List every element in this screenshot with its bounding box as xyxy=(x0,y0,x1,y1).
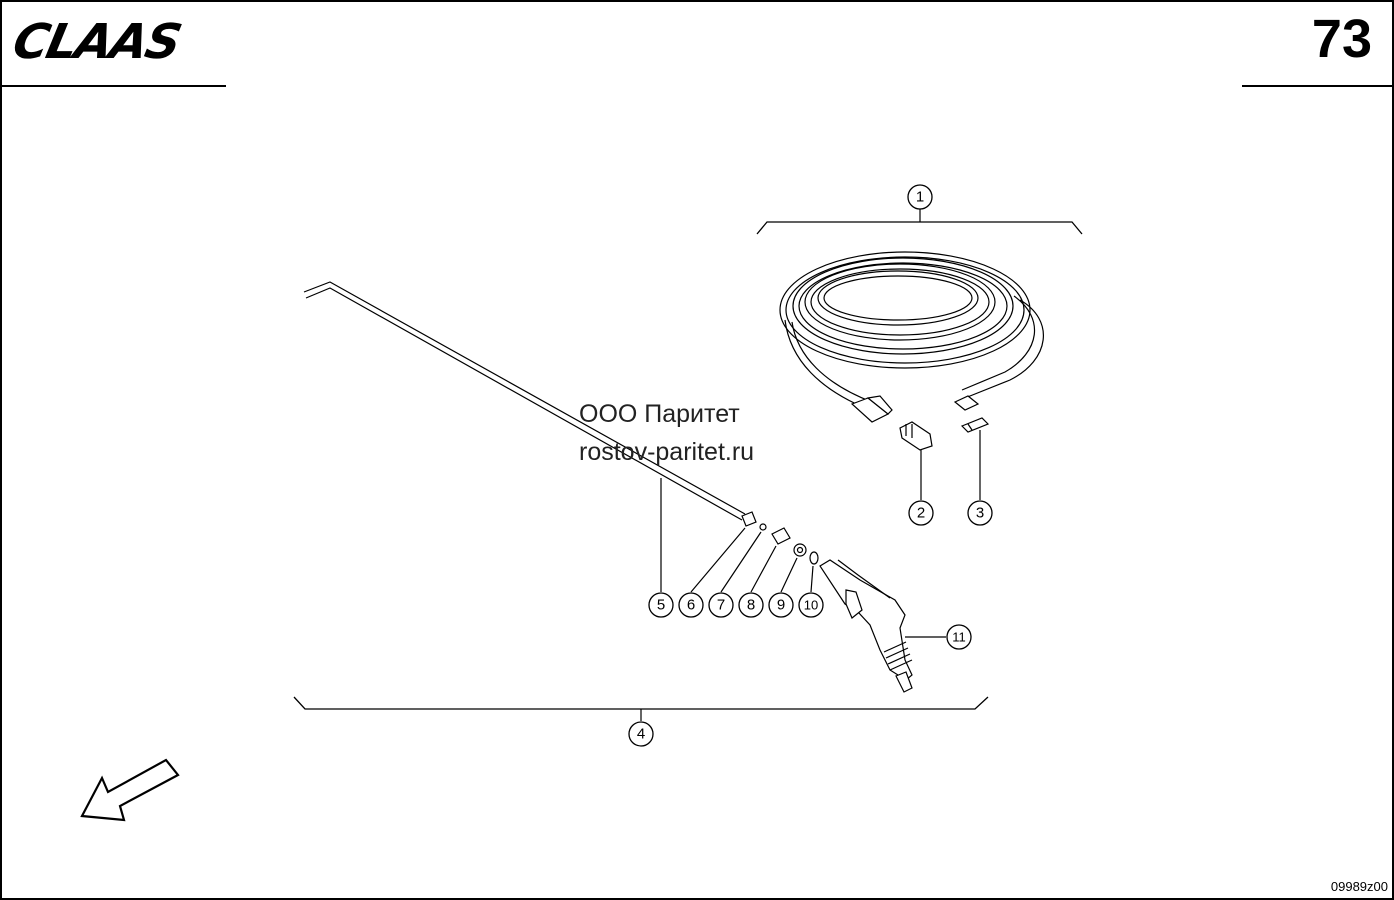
arrow-down-left-icon xyxy=(80,758,180,822)
callout-label: 3 xyxy=(976,505,984,522)
watermark-line-2: rostov-paritet.ru xyxy=(579,438,755,466)
callout-3 xyxy=(967,500,993,526)
callout-label: 9 xyxy=(777,597,785,614)
callout-11 xyxy=(946,624,972,650)
callout-9 xyxy=(768,592,794,618)
lance-tube xyxy=(303,281,746,521)
part-2-coupling xyxy=(899,421,933,451)
callout-4 xyxy=(628,721,654,747)
part-8-nipple xyxy=(771,527,791,545)
callout-10 xyxy=(798,592,824,618)
callout-1 xyxy=(907,184,933,210)
callout-label: 2 xyxy=(917,505,925,522)
group-bracket-4 xyxy=(293,696,989,710)
callout-8 xyxy=(738,592,764,618)
callout-bubbles xyxy=(628,184,993,747)
part-10-seal xyxy=(809,551,819,565)
watermark-line-1: ООО Паритет xyxy=(579,400,740,428)
callout-label: 5 xyxy=(657,597,665,614)
brand-logo: CLAAS xyxy=(8,14,185,70)
callout-label: 4 xyxy=(637,726,645,743)
hose-coupling xyxy=(850,395,893,423)
blow-gun xyxy=(819,559,913,693)
nozzle-parts xyxy=(741,511,819,565)
callout-label: 10 xyxy=(804,598,818,613)
part-7-washer xyxy=(759,523,767,531)
callout-6 xyxy=(678,592,704,618)
callout-label: 1 xyxy=(916,189,924,206)
group-bracket-1 xyxy=(756,221,1083,235)
callout-label: 6 xyxy=(687,597,695,614)
callout-5 xyxy=(648,592,674,618)
leaders-6-10 xyxy=(690,527,814,593)
page-number: 73 xyxy=(1311,9,1372,69)
hose-end-fitting xyxy=(953,395,980,411)
callout-label: 8 xyxy=(747,597,755,614)
callout-label: 7 xyxy=(717,597,725,614)
part-6-nut xyxy=(741,511,757,527)
callout-2 xyxy=(908,500,934,526)
coiled-hose xyxy=(779,251,1044,411)
callout-7 xyxy=(708,592,734,618)
drawing-code: 09989z00 xyxy=(1330,879,1388,894)
callout-label: 11 xyxy=(952,630,966,645)
part-3-nipple xyxy=(960,417,990,433)
